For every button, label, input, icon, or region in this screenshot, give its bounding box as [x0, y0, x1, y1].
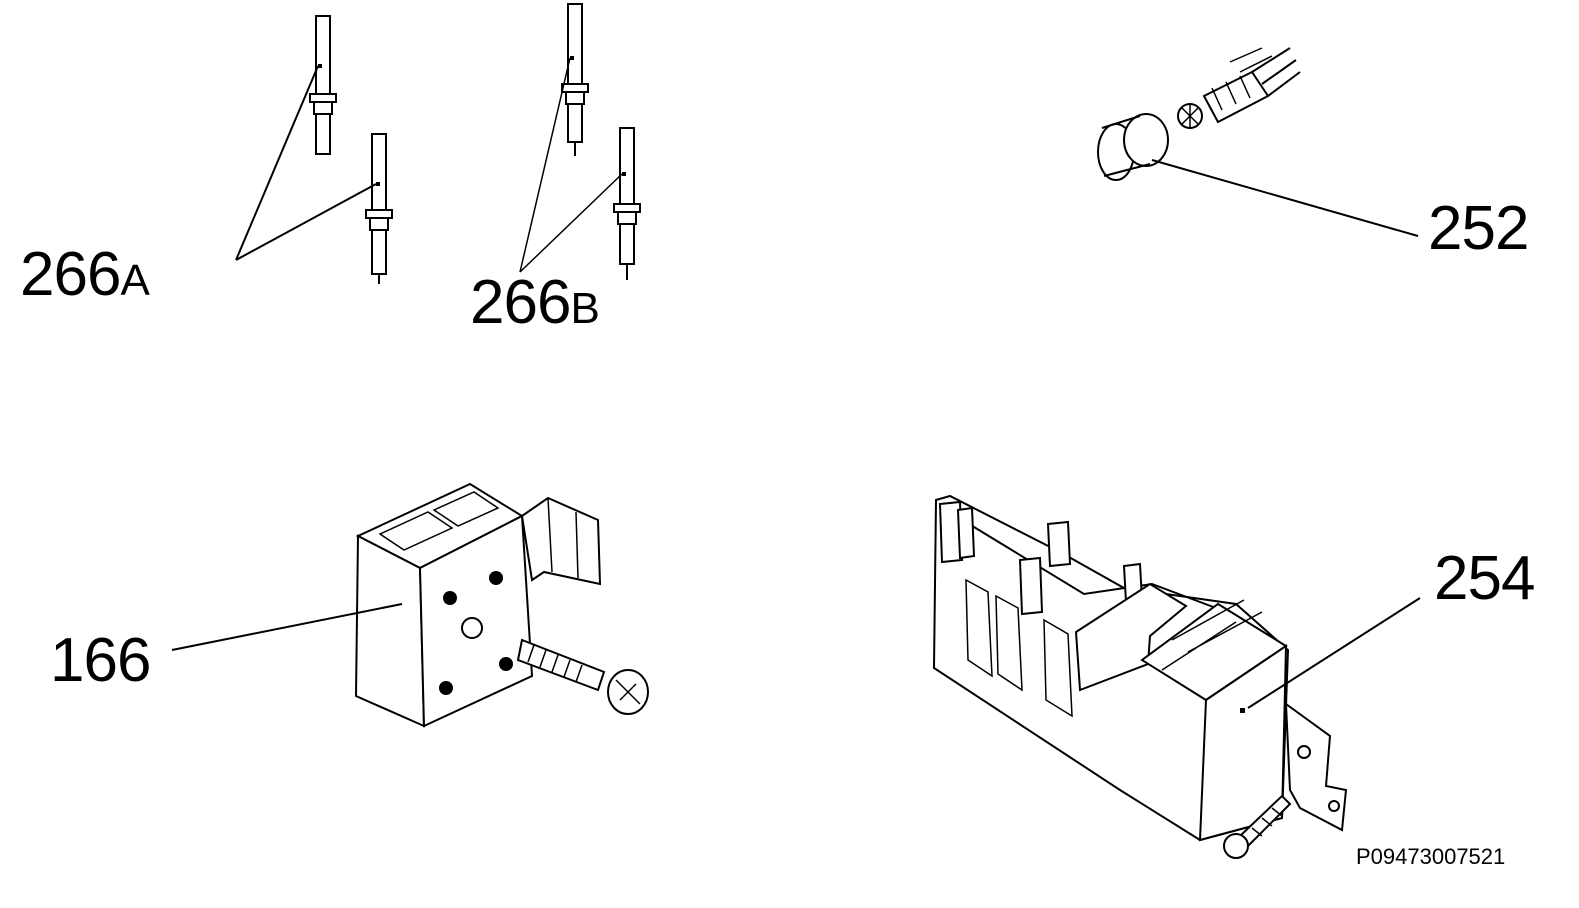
- callout-266b-suffix: B: [570, 284, 600, 333]
- electrode-266a-upper: [309, 15, 337, 155]
- callout-266b-number: 266: [470, 268, 571, 337]
- electrode-266b-upper: [561, 3, 589, 156]
- callout-254: 254: [1434, 544, 1535, 613]
- leader-252: [1151, 159, 1419, 237]
- part-266b-electrodes: [519, 3, 641, 280]
- callout-252: 252: [1428, 194, 1529, 263]
- part-252-lamp: [1097, 47, 1419, 237]
- callout-266a-number: 266: [20, 240, 121, 309]
- drawing-code: P09473007521: [1356, 844, 1506, 869]
- part-254-ignition-unit: [932, 494, 1421, 859]
- callout-266a-suffix: A: [120, 256, 150, 305]
- leader-266a-2: [235, 183, 377, 261]
- electrode-266b-lower: [613, 127, 641, 280]
- leader-266b-2: [519, 173, 623, 273]
- electrode-266a-lower: [365, 133, 393, 284]
- callout-166: 166: [50, 626, 151, 695]
- leader-266b-1: [519, 57, 571, 273]
- part-266a-electrodes: [235, 15, 393, 284]
- leader-166: [171, 603, 403, 651]
- callout-266a: 266A: [20, 244, 150, 306]
- part-166-block: [171, 482, 649, 728]
- callout-266b: 266B: [470, 272, 600, 334]
- leader-266a-1: [235, 65, 319, 261]
- leader-254: [1247, 597, 1421, 709]
